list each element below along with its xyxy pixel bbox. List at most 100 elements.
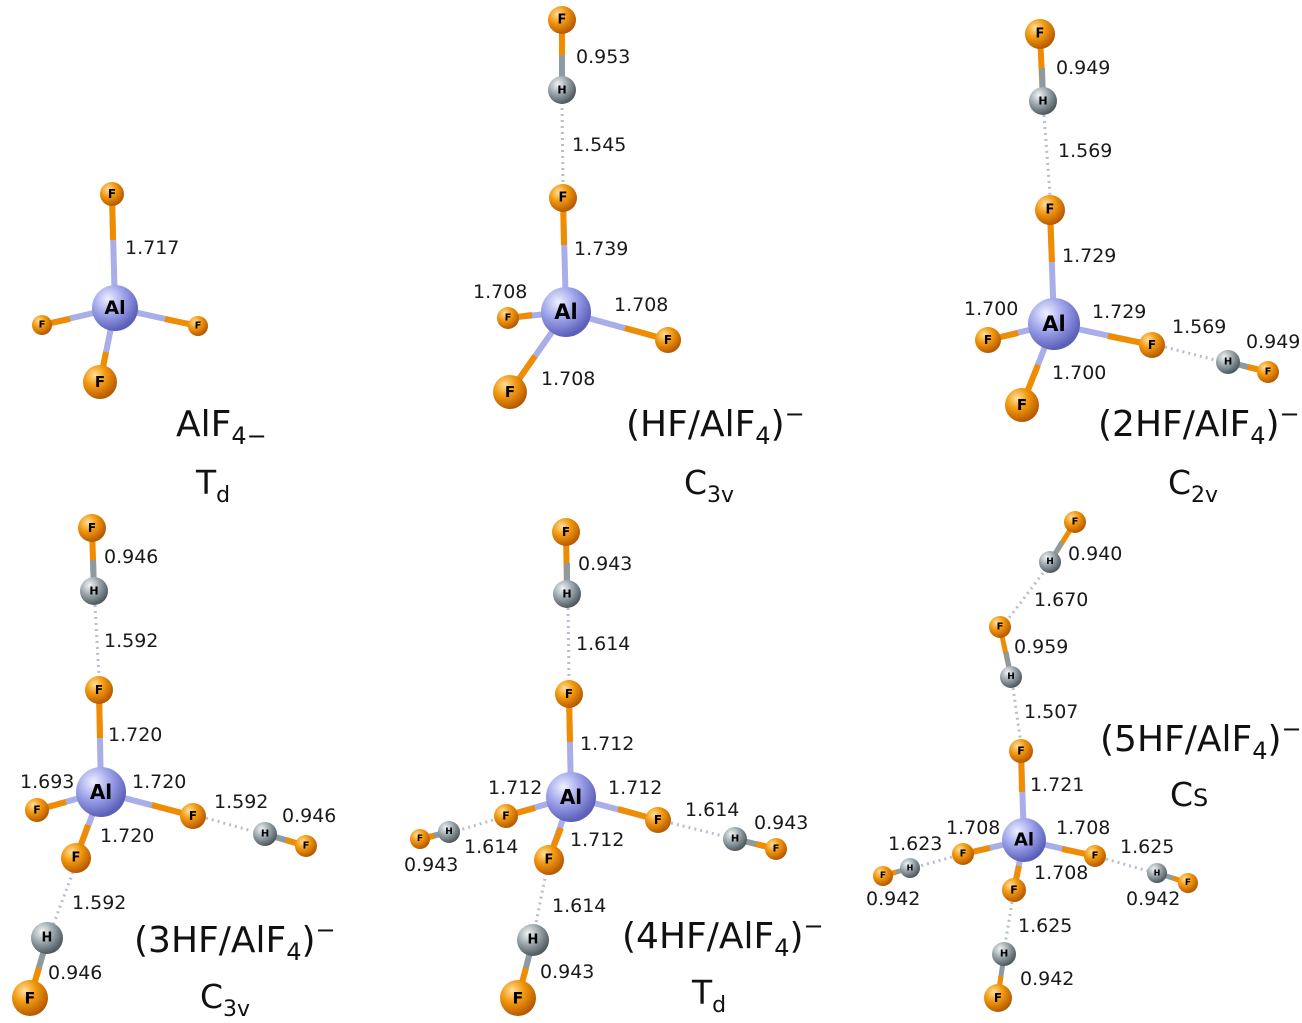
bond-length-label: 1.625 — [1120, 836, 1174, 858]
formula-label: (3HF/AlF4)− — [134, 916, 336, 966]
fluorine-atom — [765, 838, 787, 860]
bond-length-label: 1.712 — [570, 829, 624, 851]
bond-lengths: 0.943 1.614 1.712 1.712 1.712 1.614 0.94… — [404, 553, 808, 983]
bond-length-label: 0.940 — [1068, 543, 1122, 565]
panel-2hf-alf4: F H F F Al F F H F 0.949 1.569 1.729 1.7… — [964, 19, 1300, 508]
atom-label: Al — [560, 785, 582, 809]
formula-label: AlF4− — [176, 404, 267, 450]
bond-length-label: 1.712 — [580, 733, 634, 755]
hydrogen-atom — [438, 821, 460, 843]
atom-label: F — [39, 320, 46, 331]
atom-label: F — [1017, 745, 1025, 758]
formula-label: (2HF/AlF4)− — [1098, 400, 1300, 450]
hydrogen-atom — [992, 942, 1016, 966]
fluorine-atom — [975, 327, 1001, 353]
bond-length-label: 1.569 — [1172, 316, 1226, 338]
bond-length-label: 1.729 — [1062, 245, 1116, 267]
bonds — [987, 33, 1269, 407]
fluorine-atom — [32, 315, 52, 335]
bond-length-label: 1.614 — [685, 799, 739, 821]
panel-5hf-alf4: F H F H F F H F Al F H F F H — [866, 511, 1302, 1012]
atom-label: F — [565, 687, 573, 701]
atom-label: F — [513, 989, 524, 1008]
bond-length-label: 1.623 — [888, 833, 942, 855]
fluorine-atom — [873, 866, 893, 886]
atom-label: H — [557, 84, 566, 97]
bond-length-label: 1.721 — [1030, 774, 1084, 796]
bond-length-label: 1.545 — [572, 134, 626, 156]
atom-label: F — [417, 834, 423, 844]
fluorine-atom — [1084, 845, 1106, 867]
bond-length-label: 1.708 — [541, 368, 595, 390]
bond-length-label: 1.708 — [1034, 862, 1088, 884]
atom-label: F — [559, 191, 568, 206]
bond-length-label: 1.700 — [964, 298, 1018, 320]
atom-label: H — [1007, 672, 1015, 682]
hydrogen-atom — [1029, 87, 1057, 115]
bond-length-label: 1.720 — [100, 825, 154, 847]
bond-length-label: 1.507 — [1024, 701, 1078, 723]
fluorine-atom — [1005, 388, 1039, 422]
bond-length-label: 1.717 — [125, 237, 179, 259]
bond-lengths: 0.946 1.592 1.720 1.693 1.720 1.720 1.59… — [20, 546, 336, 984]
atom-label: H — [731, 834, 739, 845]
bond-lengths: 1.717 — [125, 237, 179, 259]
atom-label: F — [960, 849, 967, 860]
bond-length-label: 1.708 — [946, 817, 1000, 839]
hydrogen-atom — [253, 822, 277, 846]
fluorine-atom — [12, 980, 48, 1016]
atoms: F H F F Al F F H F H F — [12, 514, 317, 1016]
bond-lengths: 0.940 1.670 0.959 1.507 1.721 1.708 1.70… — [866, 543, 1180, 990]
bond-length-label: 1.712 — [608, 777, 662, 799]
aluminium-atom — [1002, 818, 1046, 862]
atom-label: F — [505, 383, 515, 401]
fluorine-atom — [188, 316, 208, 336]
atom-label: F — [1148, 338, 1156, 352]
atom-label: Al — [1042, 312, 1065, 336]
bond-length-label: 1.739 — [574, 238, 628, 260]
aluminium-atom — [92, 285, 138, 331]
bond-length-label: 1.614 — [576, 633, 630, 655]
atoms: F H F F H F Al F H F F H F — [410, 518, 787, 1016]
atom-label: F — [1010, 884, 1018, 897]
atom-label: F — [1092, 851, 1099, 862]
bond-length-label: 1.720 — [108, 724, 162, 746]
atom-label: F — [880, 871, 886, 881]
symmetry-label: C3v — [200, 977, 250, 1022]
atom-label: H — [528, 933, 539, 948]
bond-length-label: 1.720 — [132, 771, 186, 793]
atom-label: F — [33, 804, 41, 817]
bond-length-label: 0.943 — [578, 553, 632, 575]
panel-4hf-alf4: F H F F H F Al F H F F H F 0 — [404, 518, 824, 1018]
atom-label: F — [558, 13, 567, 28]
fluorine-atom — [555, 680, 583, 708]
atoms: F F F Al F — [32, 182, 208, 399]
formula-label: (HF/AlF4)− — [626, 400, 805, 450]
atom-label: Al — [90, 780, 112, 804]
fluorine-atom — [1009, 739, 1033, 763]
fluorine-atom — [497, 307, 519, 329]
hydrogen-atom — [723, 827, 747, 851]
bond-length-label: 0.946 — [48, 962, 102, 984]
aluminium-atom — [546, 772, 596, 822]
atoms: F H F F Al F F H F — [975, 19, 1279, 422]
atom-label: F — [997, 622, 1004, 633]
fluorine-atom — [493, 375, 527, 409]
bond-length-label: 1.569 — [1058, 140, 1112, 162]
atom-label: H — [1154, 869, 1161, 878]
fluorine-atom — [534, 845, 564, 875]
panel-alf4: F F F Al F 1.717 AlF4− Td — [32, 182, 267, 508]
fluorine-atom — [1064, 511, 1086, 533]
atom-label: F — [72, 851, 81, 866]
bond-length-label: 1.625 — [1018, 915, 1072, 937]
bond-length-label: 0.949 — [1246, 331, 1300, 353]
atom-label: F — [654, 813, 662, 827]
atom-label: H — [1224, 357, 1232, 368]
bond-lengths: 0.953 1.545 1.739 1.708 1.708 1.708 — [473, 46, 668, 390]
atom-label: H — [445, 827, 453, 837]
atom-label: H — [1038, 95, 1047, 108]
atom-label: F — [502, 810, 510, 823]
fluorine-atom — [494, 804, 518, 828]
fluorine-atom — [645, 807, 671, 833]
